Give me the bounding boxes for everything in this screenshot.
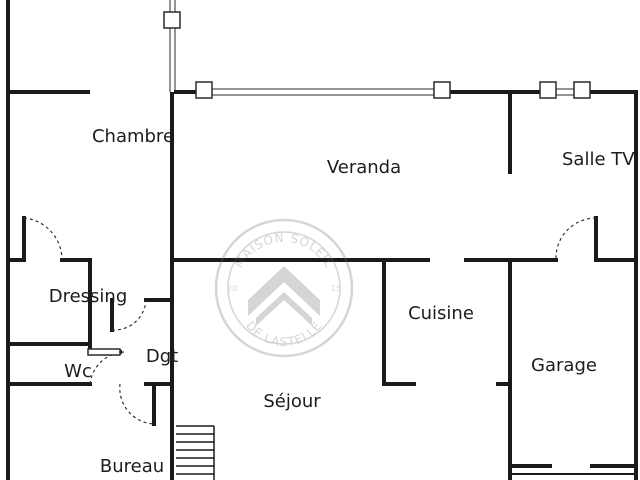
veranda-window-post-1: [195, 81, 213, 99]
watermark-top-text: MAISON SOLEIL: [231, 231, 336, 270]
salle-tv-window-post-1: [539, 81, 557, 99]
label-chambre: Chambre: [92, 126, 174, 147]
veranda-window-post-2: [433, 81, 451, 99]
label-veranda: Veranda: [327, 157, 401, 178]
salle-tv-window-post-2: [573, 81, 591, 99]
salle-tv-window-gap: [548, 89, 582, 95]
label-sejour: Séjour: [263, 391, 321, 412]
room-labels: Chambre Veranda Salle TV Dressing Cuisin…: [49, 126, 636, 477]
watermark-year-left: 20: [227, 284, 237, 293]
label-dgt: Dgt: [146, 346, 178, 367]
watermark-chevron-small-icon: [256, 292, 312, 326]
watermark-outer-ring: [214, 218, 354, 358]
wc-window: [87, 348, 121, 356]
chambre-window-post: [163, 11, 181, 29]
windows: [87, 0, 591, 356]
label-bureau: Bureau: [100, 456, 164, 477]
label-salle-tv: Salle TV: [562, 149, 635, 170]
watermark-bottom-text: DE LASTELLE: [243, 319, 325, 350]
watermark-year-right: 15: [331, 284, 341, 293]
bureau-door-swing: [119, 383, 155, 425]
watermark-chevron-icon: [248, 266, 320, 316]
watermark-seal: MAISON SOLEIL DE LASTELLE 20 15: [214, 218, 354, 358]
label-cuisine: Cuisine: [408, 303, 474, 324]
wc-door-swing: [89, 351, 125, 385]
walls: [6, 0, 638, 480]
chambre-window-gap: [170, 0, 174, 92]
dgt-door-swing: [111, 299, 147, 331]
staircase: [176, 425, 215, 480]
watermark-inner-ring: [227, 231, 341, 345]
doors: [22, 216, 598, 425]
label-garage: Garage: [531, 355, 597, 376]
label-wc: Wc: [64, 361, 92, 382]
label-dressing: Dressing: [49, 286, 128, 307]
veranda-window-gap-1: [204, 89, 442, 95]
salle-tv-door-swing: [555, 217, 597, 261]
dressing-door-swing: [23, 217, 63, 261]
